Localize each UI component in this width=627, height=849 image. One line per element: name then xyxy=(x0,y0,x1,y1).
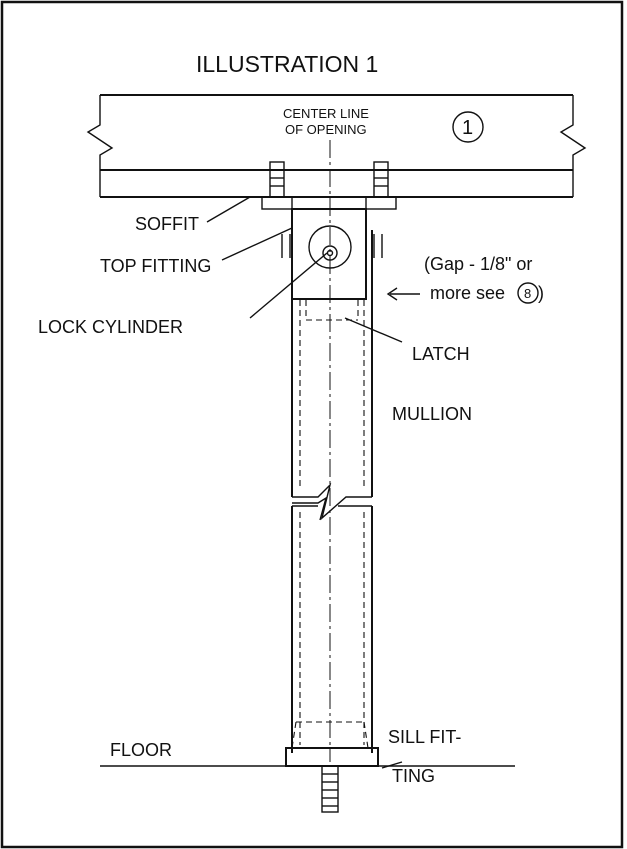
label-floor: FLOOR xyxy=(110,740,172,760)
center-line-label-1: CENTER LINE xyxy=(283,106,369,121)
label-latch: LATCH xyxy=(412,344,470,364)
label-top-fitting: TOP FITTING xyxy=(100,256,211,276)
anchor-bolt xyxy=(321,765,339,813)
gap-note-line-2: more see xyxy=(430,283,505,303)
label-lock-cylinder: LOCK CYLINDER xyxy=(38,317,183,337)
callout-circle xyxy=(452,111,484,143)
mullion xyxy=(281,230,383,753)
gap-note-line-1: (Gap - 1/8" or xyxy=(424,254,532,274)
label-sill-fitting-2: TING xyxy=(392,766,435,786)
callout-number: 1 xyxy=(462,117,473,139)
label-mullion: MULLION xyxy=(392,404,472,424)
leader-lines xyxy=(206,196,403,769)
center-line-label-2: OF OPENING xyxy=(285,122,367,137)
gap-arrow xyxy=(386,287,420,301)
gap-note-ref-circle xyxy=(517,282,539,304)
header-beam xyxy=(86,94,587,198)
label-sill-fitting-1: SILL FIT- xyxy=(388,727,461,747)
gap-note-ref: 8 xyxy=(524,286,531,301)
gap-note-close: ) xyxy=(538,283,544,303)
top-fitting xyxy=(291,208,367,300)
label-soffit: SOFFIT xyxy=(135,214,199,234)
illustration-title: ILLUSTRATION 1 xyxy=(196,51,378,77)
top-fasteners xyxy=(261,161,397,210)
latch xyxy=(305,300,359,321)
